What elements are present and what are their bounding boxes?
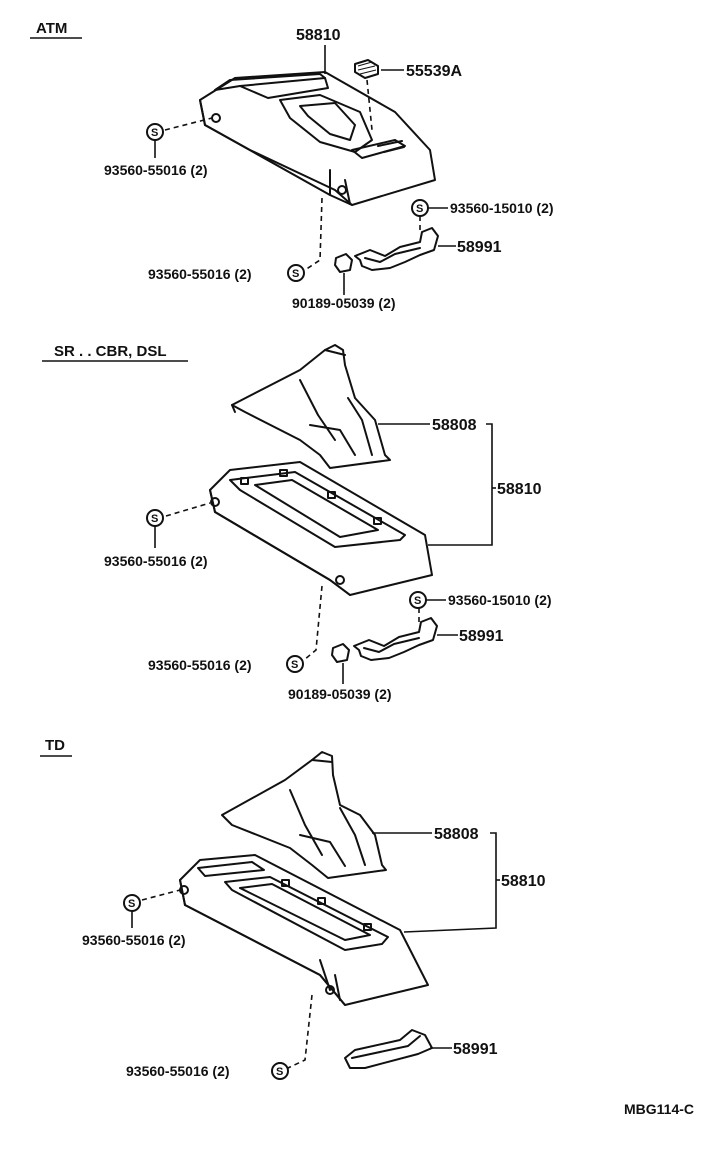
label-screw-left: 93560-55016 (2) bbox=[82, 932, 186, 948]
section-sr-cbr-dsl: SR . . CBR, DSL 58808 58810 bbox=[42, 343, 552, 702]
label-screw-bottom: 93560-55016 (2) bbox=[126, 1063, 230, 1079]
label-boot: 58808 bbox=[432, 417, 477, 434]
svg-text:S: S bbox=[151, 127, 158, 139]
boot-58808-drawing bbox=[221, 751, 387, 879]
svg-text:S: S bbox=[128, 898, 135, 910]
label-console: 58810 bbox=[296, 27, 341, 44]
label-boot: 58808 bbox=[434, 826, 479, 843]
label-plug: 55539A bbox=[406, 63, 462, 80]
label-bracket: 58991 bbox=[457, 239, 502, 256]
svg-text:S: S bbox=[416, 203, 423, 215]
label-console: 58810 bbox=[501, 873, 546, 890]
label-screw-right: 93560-15010 (2) bbox=[450, 200, 554, 216]
label-bracket: 58991 bbox=[453, 1041, 498, 1058]
plug-55539a-drawing bbox=[354, 59, 379, 131]
screw-icon: S bbox=[146, 509, 164, 527]
svg-text:S: S bbox=[151, 513, 158, 525]
screw-icon: S bbox=[146, 123, 164, 141]
figure-reference: MBG114-C bbox=[624, 1101, 694, 1117]
section-title-sr: SR . . CBR, DSL bbox=[54, 343, 167, 360]
screw-icon: S bbox=[287, 264, 305, 282]
screw-icon: S bbox=[409, 591, 427, 609]
screw-icon: S bbox=[411, 199, 429, 217]
boot-58808-drawing bbox=[231, 344, 391, 469]
console-sr-drawing bbox=[209, 461, 433, 596]
label-clip: 90189-05039 (2) bbox=[292, 295, 396, 311]
label-screw-bottom: 93560-55016 (2) bbox=[148, 266, 252, 282]
svg-text:S: S bbox=[414, 595, 421, 607]
label-screw-left: 93560-55016 (2) bbox=[104, 162, 208, 178]
section-title-atm: ATM bbox=[36, 20, 67, 37]
console-td-drawing bbox=[179, 854, 429, 1006]
section-title-td: TD bbox=[45, 737, 65, 754]
console-atm-drawing bbox=[199, 71, 436, 206]
bracket-58991-drawing bbox=[353, 617, 438, 661]
svg-text:S: S bbox=[292, 268, 299, 280]
section-td: TD 58808 58810 bbox=[40, 737, 546, 1080]
label-console: 58810 bbox=[497, 481, 542, 498]
screw-icon: S bbox=[286, 655, 304, 673]
section-atm: ATM 55539A 58810 bbox=[30, 20, 554, 311]
label-clip: 90189-05039 (2) bbox=[288, 686, 392, 702]
screw-icon: S bbox=[271, 1062, 289, 1080]
bracket-58991-drawing bbox=[344, 1029, 433, 1069]
bracket-58991-drawing bbox=[354, 227, 439, 271]
label-screw-right: 93560-15010 (2) bbox=[448, 592, 552, 608]
svg-text:S: S bbox=[276, 1066, 283, 1078]
svg-text:S: S bbox=[291, 659, 298, 671]
clip-drawing bbox=[334, 253, 353, 273]
label-bracket: 58991 bbox=[459, 628, 504, 645]
clip-drawing bbox=[331, 643, 350, 663]
label-screw-bottom: 93560-55016 (2) bbox=[148, 657, 252, 673]
screw-icon: S bbox=[123, 894, 141, 912]
label-screw-left: 93560-55016 (2) bbox=[104, 553, 208, 569]
